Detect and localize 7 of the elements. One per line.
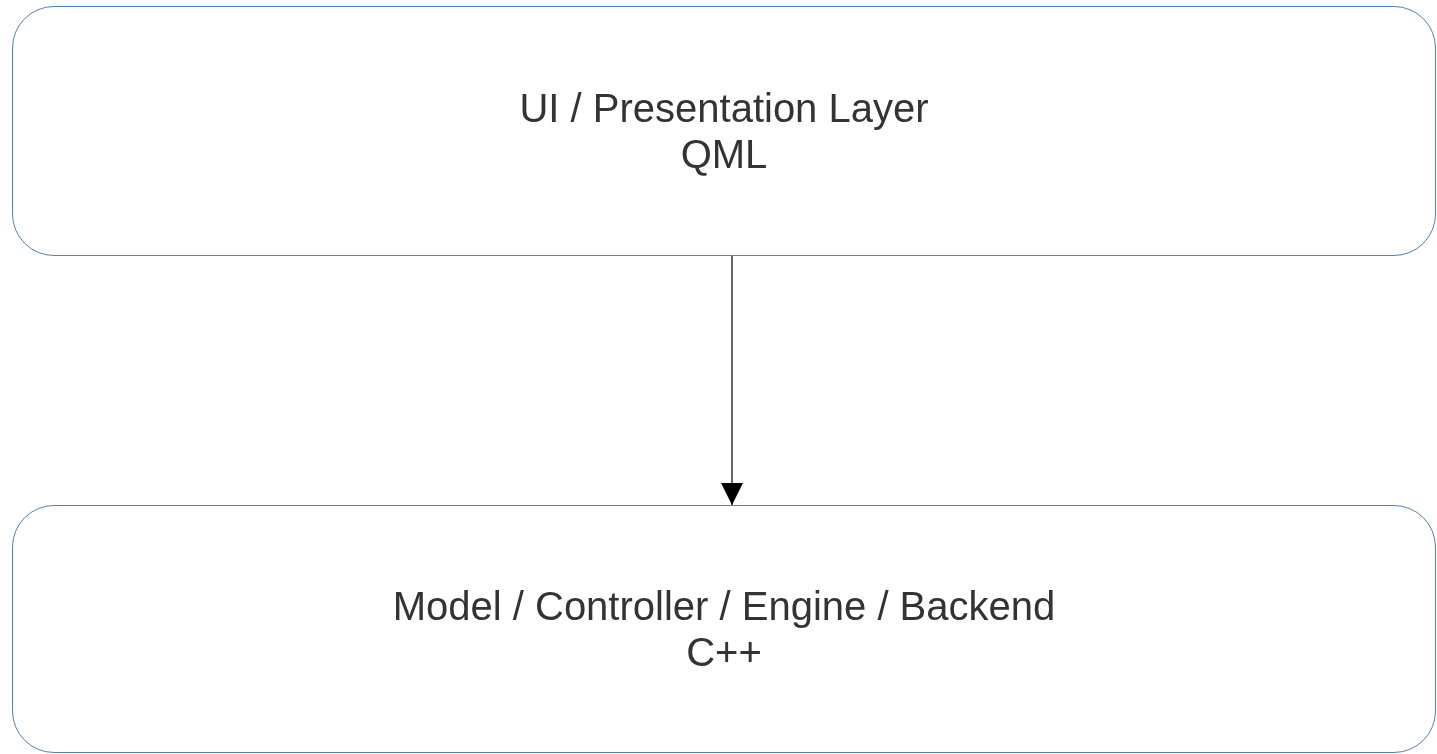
arrow	[721, 255, 743, 506]
layer-title: UI / Presentation Layer	[519, 85, 929, 131]
layer-box	[12, 6, 1436, 256]
layer-language: C++	[686, 629, 762, 675]
layer-language: QML	[680, 131, 768, 177]
layer-title: Model / Controller / Engine / Backend	[392, 583, 1056, 629]
layer-box	[12, 505, 1436, 753]
